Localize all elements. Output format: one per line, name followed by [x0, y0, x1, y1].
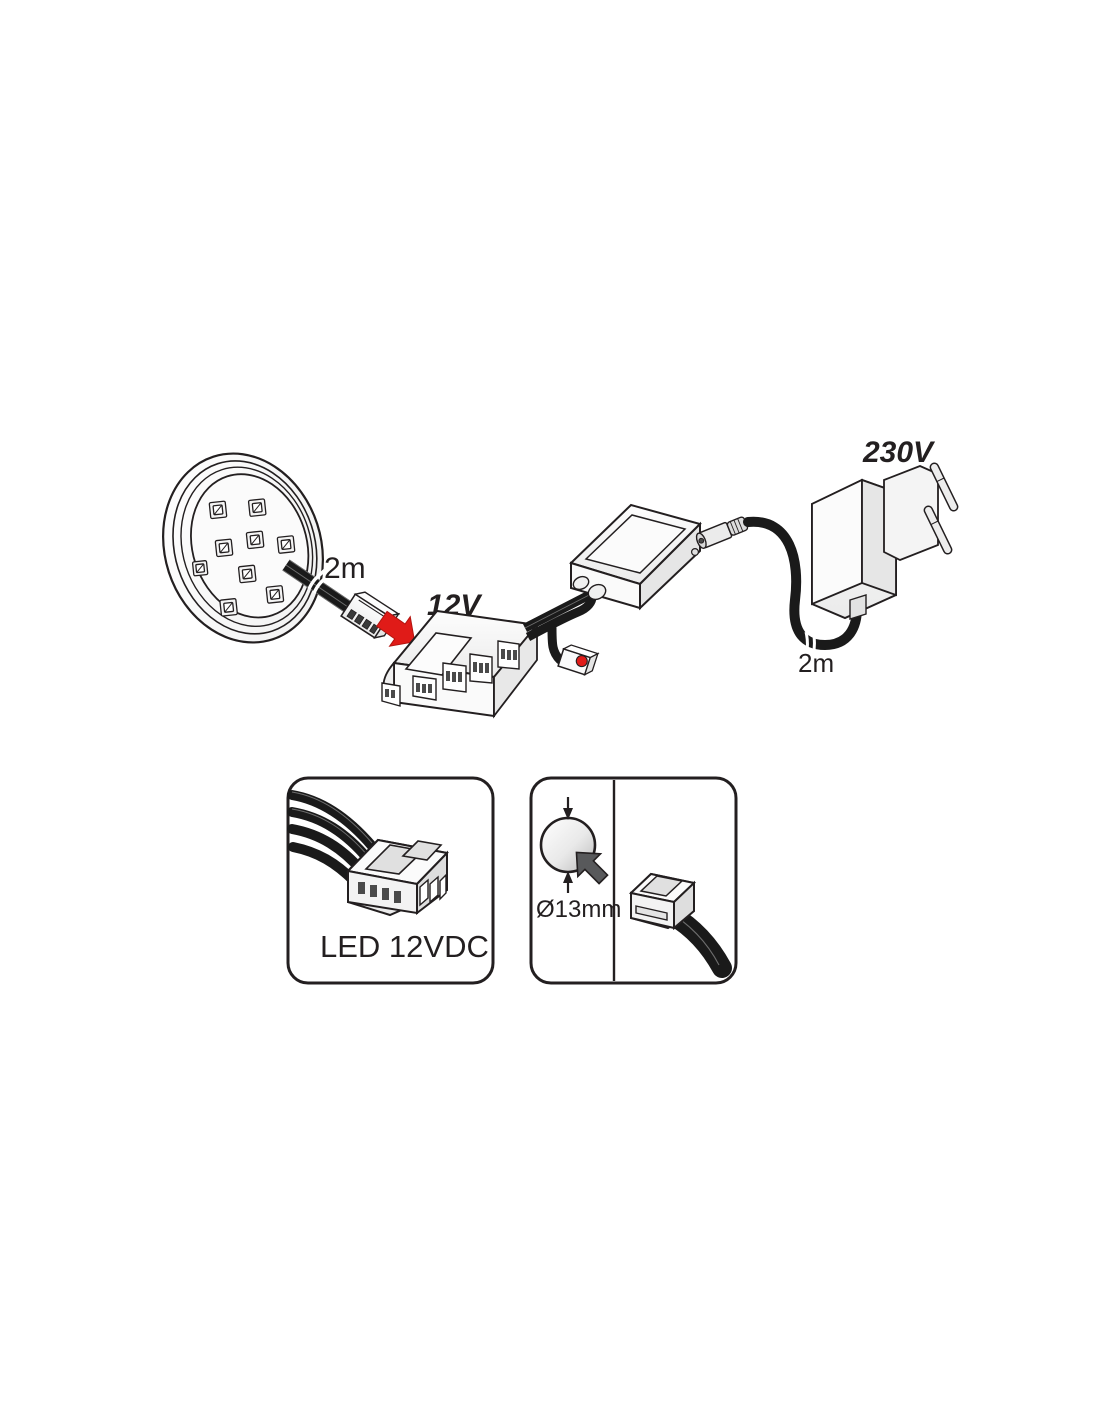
jbox-fixing-tab [690, 547, 699, 556]
dc-barrel-jack [695, 516, 749, 550]
drill-hole-icon: Ø13mm [536, 797, 621, 923]
puck-rim-line-1 [172, 460, 318, 635]
connection-arrow-red [376, 610, 416, 647]
connector-pin-slots [346, 608, 379, 635]
block-socket [442, 662, 467, 693]
distribution-block [381, 609, 539, 719]
dim-arrow-top [563, 808, 573, 820]
adapter-strain-relief [849, 594, 867, 620]
cable-branch [547, 623, 565, 665]
led-puck-light [162, 452, 324, 644]
puck-rim-line-2 [180, 466, 314, 627]
block-socket [412, 675, 437, 701]
adapter-pin [923, 505, 953, 555]
four-pin-connector-icon [345, 838, 450, 917]
jack-grip-ridges [729, 518, 744, 535]
cable-upper-hl [524, 591, 596, 629]
led-chip [214, 538, 234, 558]
panel-pin-holes [358, 882, 401, 903]
block-socket [381, 682, 401, 707]
panel-connector-latch-2 [401, 840, 443, 861]
mains-voltage-label: 230V [862, 436, 936, 469]
adapter-cable-path [743, 516, 862, 651]
block-socket [497, 640, 520, 670]
cursor-arrow-icon [575, 851, 609, 885]
led-chip [219, 598, 238, 617]
adapter-cable-break-marker [804, 630, 816, 659]
block-label-recess [404, 632, 473, 676]
adapter-plug-block [883, 465, 939, 561]
adapter-eu-pins [923, 462, 959, 555]
adapter-pin [929, 462, 959, 512]
block-socket-group [381, 640, 520, 707]
panel-cable-highlights [291, 791, 373, 857]
led-chip [247, 498, 267, 517]
led-chip [245, 530, 265, 550]
led-lead-cable [282, 559, 352, 613]
block-socket [469, 653, 493, 684]
block-to-junction-cable [522, 587, 598, 665]
through-connector-rail [635, 905, 668, 921]
adapter-output-cable [743, 516, 862, 659]
drill-hole-caption: Ø13mm [536, 896, 621, 923]
led-chip [208, 500, 228, 520]
jbox-right-face [639, 521, 701, 611]
mains-cable-length-label: 2m [798, 648, 834, 678]
led-chip [237, 564, 257, 584]
arrow-shape [376, 610, 416, 647]
dim-arrow-bottom [563, 871, 573, 883]
jbox-grommet-1 [572, 575, 590, 591]
led-cable-length-label: 2m [324, 552, 366, 585]
led-connector-panel: LED 12VDC [286, 776, 495, 985]
led-chip [265, 585, 285, 604]
connector-latch [358, 599, 385, 617]
connector-through-hole-icon [628, 872, 732, 978]
block-right-end [493, 622, 538, 719]
panel-pin-cavities [419, 873, 447, 907]
jbox-grommet-2 [587, 583, 607, 601]
through-connector-side [673, 880, 695, 931]
power-adapter [811, 462, 959, 620]
led-chip [276, 535, 296, 554]
rbc-side [583, 652, 599, 676]
drill-hole-panel: Ø13mm [529, 776, 738, 985]
led-chip-group [191, 498, 296, 617]
rbc-red-indicator [575, 655, 588, 668]
cable-break-marker [307, 568, 332, 594]
red-button-connector [557, 644, 600, 676]
through-connector-latch [639, 875, 684, 897]
jbox-label-panel [584, 514, 687, 574]
junction-box [569, 503, 702, 611]
led-chip [191, 560, 209, 577]
led-connector-caption: LED 12VDC [320, 929, 489, 964]
jack-pin-hole [698, 537, 705, 544]
